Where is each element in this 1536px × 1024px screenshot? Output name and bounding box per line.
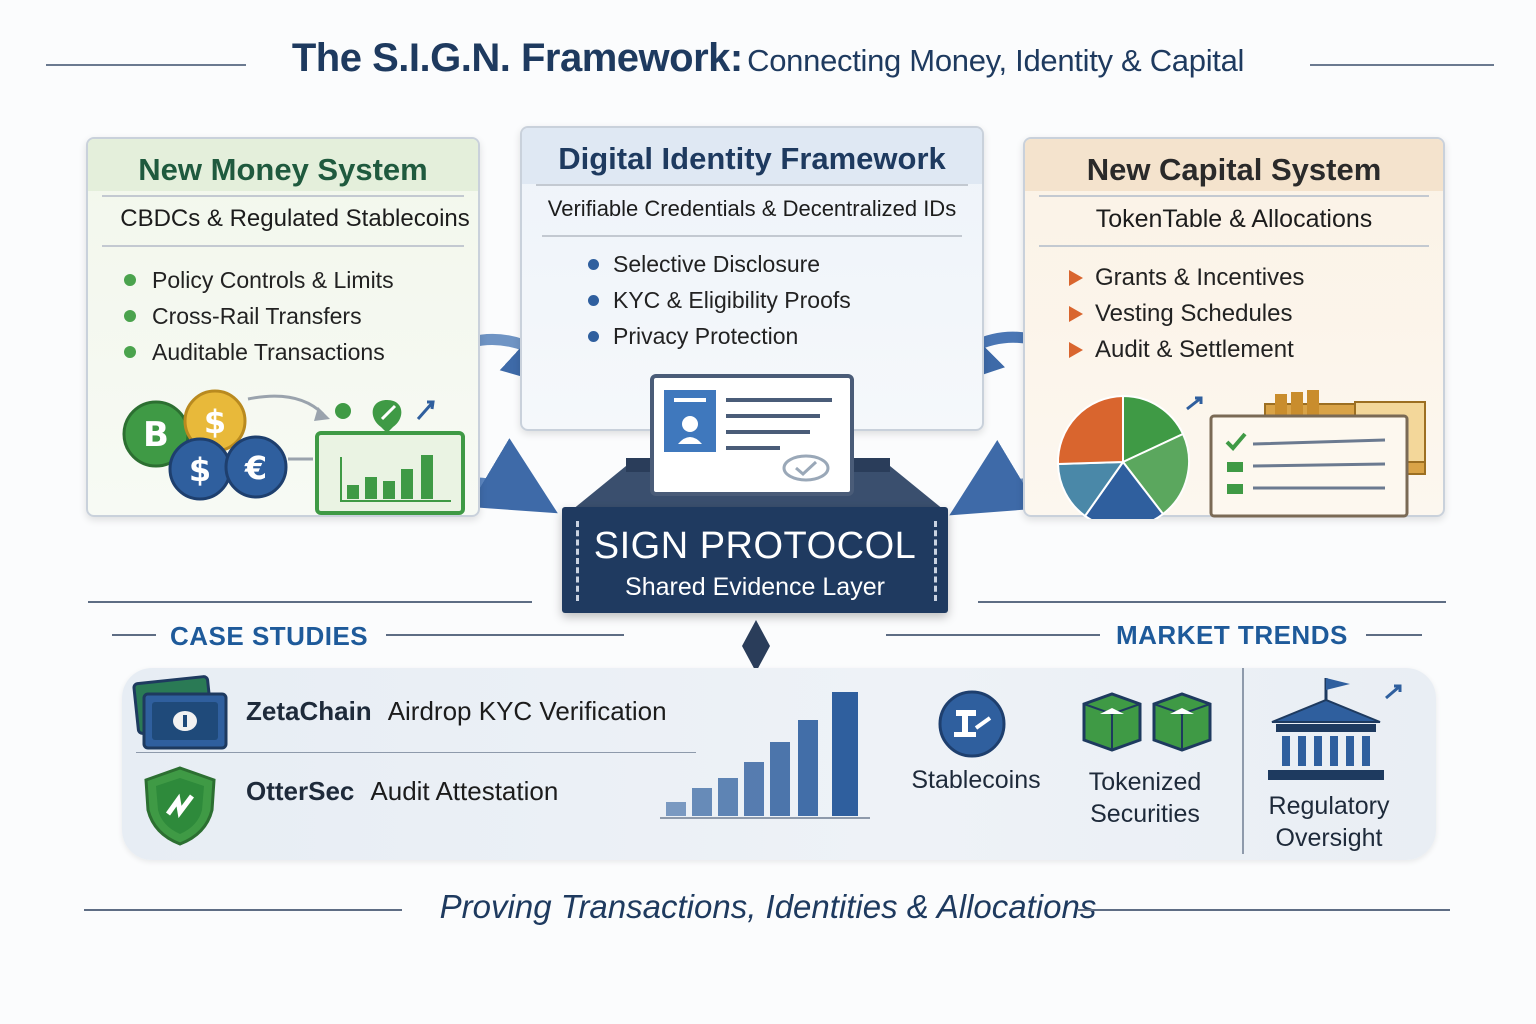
case-studies-label: CASE STUDIES: [170, 621, 369, 651]
identity-bullet: KYC & Eligibility Proofs: [588, 282, 851, 318]
case-desc: Audit Attestation: [370, 776, 559, 806]
money-divider-bottom: [102, 245, 464, 247]
left-dashes: [576, 521, 586, 601]
capital-bullet: Grants & Incentives: [1069, 260, 1304, 296]
trends-separator: [1242, 668, 1244, 854]
euro-coin-icon: €: [224, 435, 288, 499]
case-rule-left: [112, 634, 156, 636]
capital-subheading: TokenTable & Allocations: [1095, 205, 1373, 233]
allocation-illustration: [1056, 390, 1426, 519]
trends-rule-left: [886, 634, 1100, 636]
footer-rule-right: [1078, 909, 1450, 911]
money-bullet: Cross-Rail Transfers: [124, 298, 394, 334]
case-name: OtterSec: [246, 776, 355, 806]
orange-arrow-icon: [1069, 342, 1083, 358]
verified-check-icon: [782, 454, 830, 482]
identity-divider-top: [536, 184, 968, 186]
svg-text:B: B: [143, 415, 169, 455]
identity-framework-panel: Digital Identity Framework Verifiable Cr…: [520, 126, 984, 431]
pie-chart-icon: [1056, 394, 1190, 519]
money-subheading: CBDCs & Regulated Stablecoins: [120, 205, 470, 232]
divider-right: [978, 601, 1446, 603]
blue-dot-icon: [588, 330, 599, 342]
sign-protocol-box: SIGN PROTOCOL Shared Evidence Layer: [562, 507, 948, 613]
svg-text:$: $: [204, 403, 226, 441]
case-study-ottersec: OtterSec Audit Attestation: [246, 776, 558, 807]
trend-regulatory-oversight: Regulatory Oversight: [1268, 792, 1390, 852]
title-rule-left: [46, 64, 246, 66]
sign-protocol-subtitle: Shared Evidence Layer: [625, 573, 885, 601]
title-sub: Connecting Money, Identity & Capital: [747, 43, 1245, 78]
growth-chart-icon: [315, 400, 465, 515]
capital-bullet-list: Grants & Incentives Vesting Schedules Au…: [1069, 260, 1304, 368]
footer-tagline: Proving Transactions, Identities & Alloc…: [439, 888, 1097, 925]
money-bullet-list: Policy Controls & Limits Cross-Rail Tran…: [124, 262, 394, 370]
case-separator: [136, 752, 696, 753]
growth-bars-icon: [660, 692, 870, 819]
diamond-connector-icon: [742, 620, 770, 672]
bank-icon: [1268, 678, 1402, 780]
right-dashes: [934, 521, 944, 601]
case-study-zetachain: ZetaChain Airdrop KYC Verification: [246, 696, 667, 727]
capital-divider-bottom: [1039, 245, 1429, 247]
capital-heading: New Capital System: [1025, 139, 1443, 191]
gold-dollar-coin-icon: $: [183, 389, 247, 453]
money-divider-top: [102, 195, 464, 197]
orange-arrow-icon: [1069, 270, 1083, 286]
green-dot-icon: [124, 346, 136, 358]
trend-stablecoins: Stablecoins: [911, 766, 1041, 794]
blue-dot-icon: [588, 258, 599, 270]
title-rule-right: [1310, 64, 1494, 66]
capital-system-panel: New Capital System TokenTable & Allocati…: [1023, 137, 1445, 519]
page-title: The S.I.G.N. Framework: Connecting Money…: [0, 36, 1536, 81]
cash-icon: [132, 675, 228, 750]
market-trends-label: MARKET TRENDS: [1116, 620, 1348, 650]
footer-rule-left: [84, 909, 402, 911]
money-bullet: Policy Controls & Limits: [124, 262, 394, 298]
blue-dollar-coin-icon: $: [168, 437, 232, 501]
svg-text:€: €: [244, 449, 267, 487]
money-bullet: Auditable Transactions: [124, 334, 394, 370]
identity-card-illustration: [572, 374, 944, 510]
sign-protocol-title: SIGN PROTOCOL: [593, 525, 917, 567]
blue-dot-icon: [588, 294, 599, 306]
case-desc: Airdrop KYC Verification: [387, 696, 667, 726]
svg-text:$: $: [189, 451, 211, 489]
green-dot-icon: [124, 274, 136, 286]
bitcoin-coin-icon: B: [122, 400, 190, 468]
checklist-icon: [1209, 414, 1409, 518]
identity-bullet: Privacy Protection: [588, 318, 851, 354]
money-system-panel: New Money System CBDCs & Regulated Stabl…: [86, 137, 480, 517]
case-name: ZetaChain: [246, 696, 372, 726]
case-rule-right: [386, 634, 624, 636]
orange-arrow-icon: [1069, 306, 1083, 322]
capital-divider-top: [1039, 195, 1429, 197]
identity-subheading: Verifiable Credentials & Decentralized I…: [547, 196, 957, 221]
shield-icon: [144, 766, 216, 846]
identity-bullet-list: Selective Disclosure KYC & Eligibility P…: [588, 246, 851, 354]
capital-bullet: Audit & Settlement: [1069, 332, 1304, 368]
coins-illustration: B $ $ €: [122, 389, 330, 501]
money-heading: New Money System: [88, 139, 478, 191]
green-dot-icon: [124, 310, 136, 322]
trend-tokenized-securities: Tokenized Securities: [1088, 768, 1202, 828]
trends-rule-right: [1366, 634, 1422, 636]
title-main: The S.I.G.N. Framework:: [291, 36, 743, 80]
divider-left: [88, 601, 532, 603]
identity-divider-bottom: [542, 235, 962, 237]
identity-bullet: Selective Disclosure: [588, 246, 851, 282]
stablecoins-icon: [938, 690, 1006, 758]
identity-heading: Digital Identity Framework: [522, 128, 982, 184]
capital-bullet: Vesting Schedules: [1069, 296, 1304, 332]
tokenized-securities-icon: [1082, 692, 1212, 752]
id-avatar-icon: [664, 390, 716, 452]
